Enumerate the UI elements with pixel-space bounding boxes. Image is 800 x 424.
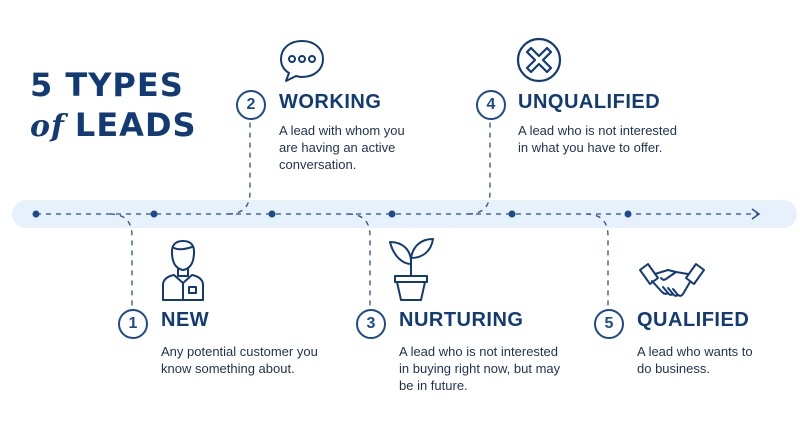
headline-line1: 5 TYPES — [30, 66, 184, 104]
stage-desc-qualified: A lead who wants to do business. — [637, 343, 787, 377]
connector-5 — [585, 213, 609, 308]
connector-2 — [227, 118, 251, 215]
connector-1 — [109, 213, 133, 308]
connector-4 — [467, 118, 491, 215]
stage-title-nurturing: NURTURING — [399, 309, 524, 331]
timeline-dot — [388, 210, 396, 218]
handshake-icon — [638, 260, 706, 304]
x-circle-icon — [515, 36, 563, 84]
timeline-dot — [150, 210, 158, 218]
desc-line: in what you have to offer. — [518, 140, 663, 155]
desc-line: be in future. — [399, 378, 468, 393]
stage-title-unqualified: UNQUALIFIED — [518, 91, 661, 113]
step-number-4: 4 — [476, 90, 506, 120]
stage-title-new: NEW — [161, 309, 210, 331]
stage-desc-new: Any potential customer you know somethin… — [161, 343, 336, 377]
person-icon — [160, 238, 206, 302]
step-number-2: 2 — [236, 90, 266, 120]
timeline-arrowhead — [751, 208, 761, 220]
headline-leads: LEADS — [74, 106, 197, 144]
desc-line: conversation. — [279, 157, 357, 172]
stage-title-qualified: QUALIFIED — [637, 309, 750, 331]
timeline-dot — [268, 210, 276, 218]
timeline-dot — [624, 210, 632, 218]
stage-desc-working: A lead with whom you are having an activ… — [279, 122, 454, 173]
step-number-1: 1 — [118, 309, 148, 339]
stage-title-working: WORKING — [279, 91, 382, 113]
desc-line: in buying right now, but may — [399, 361, 561, 376]
connector-3 — [347, 213, 371, 308]
desc-line: A lead who wants to — [637, 344, 753, 359]
stage-desc-nurturing: A lead who is not interested in buying r… — [399, 343, 574, 394]
step-number-5: 5 — [594, 309, 624, 339]
step-number-3: 3 — [356, 309, 386, 339]
headline-of: of — [30, 109, 65, 144]
plant-icon — [386, 236, 436, 302]
timeline-dot — [508, 210, 516, 218]
timeline-band — [12, 200, 797, 228]
desc-line: do business. — [637, 361, 710, 376]
desc-line: know something about. — [161, 361, 295, 376]
chat-bubble-icon — [278, 38, 326, 84]
stage-desc-unqualified: A lead who is not interested in what you… — [518, 122, 718, 156]
desc-line: A lead who is not interested — [518, 123, 677, 138]
headline-line2: of LEADS — [30, 106, 197, 144]
desc-line: are having an active — [279, 140, 396, 155]
desc-line: Any potential customer you — [161, 344, 318, 359]
desc-line: A lead who is not interested — [399, 344, 558, 359]
timeline-dot — [32, 210, 40, 218]
desc-line: A lead with whom you — [279, 123, 405, 138]
